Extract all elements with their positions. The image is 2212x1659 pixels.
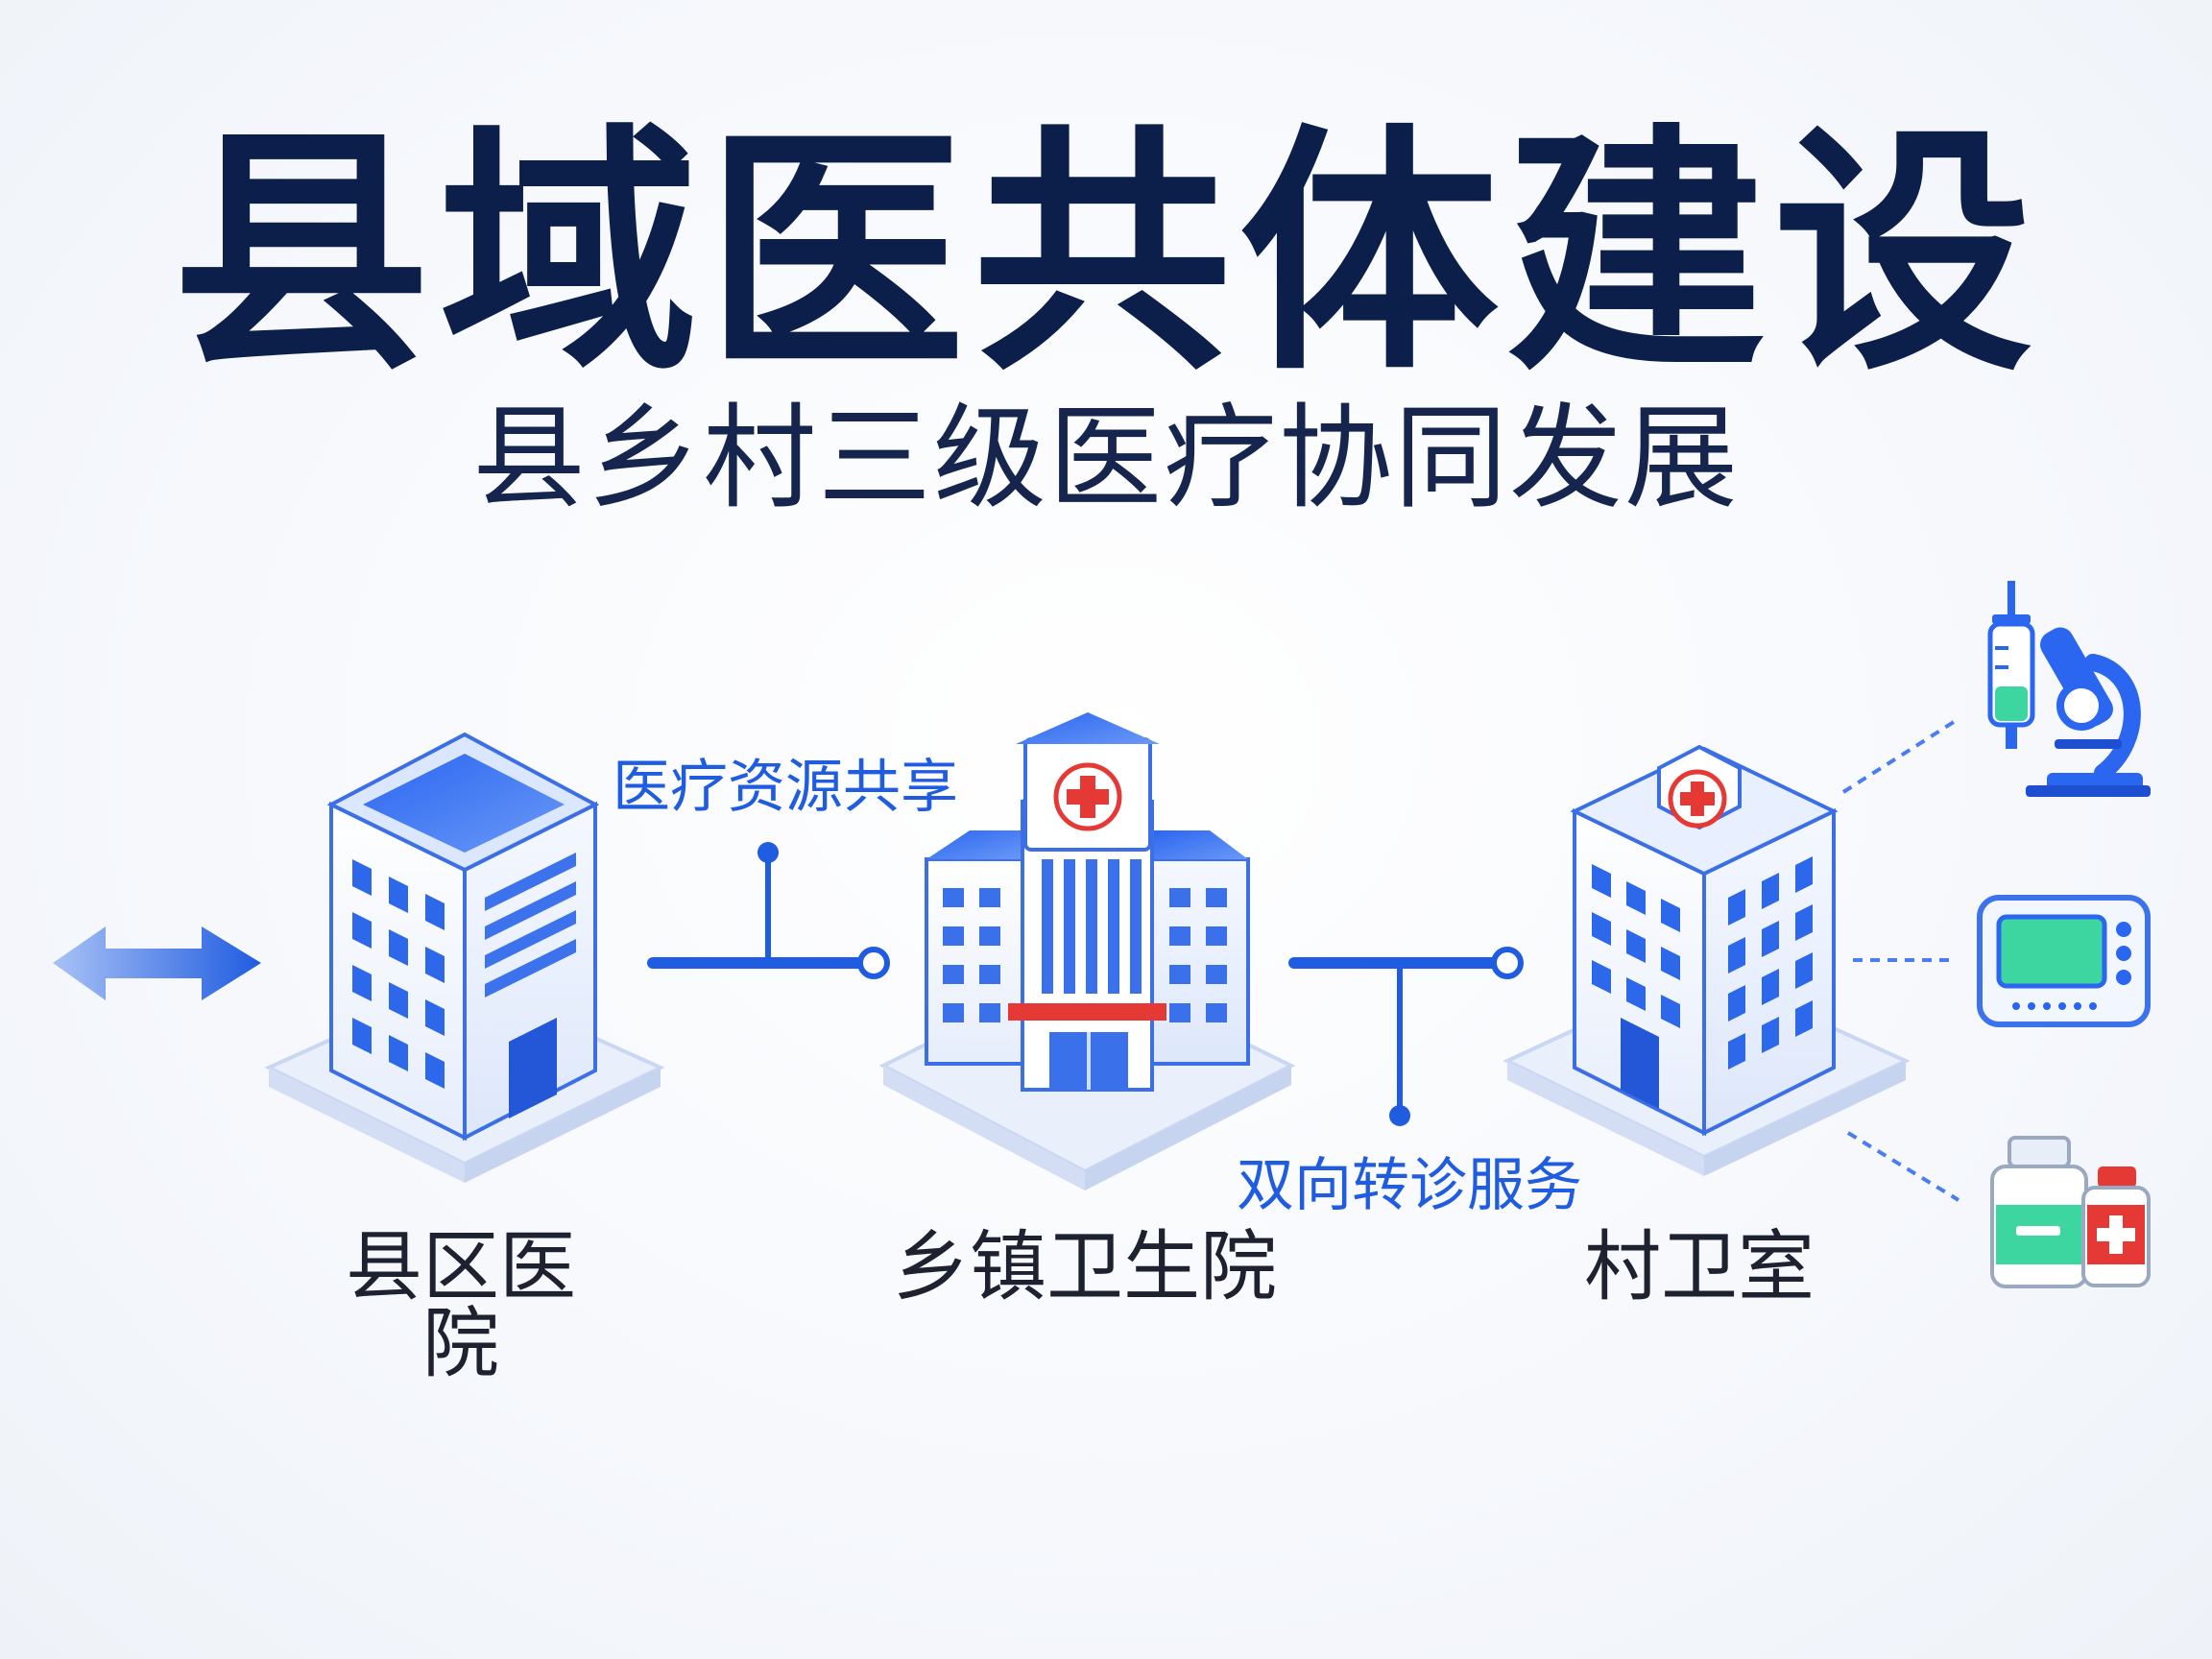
township-hospital-building bbox=[878, 712, 1296, 1190]
monitor-icon bbox=[1977, 895, 2151, 1027]
connection-label-referral: 双向转诊服务 bbox=[1237, 1152, 1582, 1219]
microscope-icon bbox=[2026, 627, 2151, 797]
page-subtitle: 县乡村三级医疗协同发展 bbox=[471, 392, 1740, 524]
node-label-township: 乡镇卫生院 bbox=[893, 1222, 1277, 1311]
connector-township-village bbox=[1288, 947, 1524, 1126]
connector-county-township bbox=[647, 842, 890, 979]
county-hospital-building bbox=[264, 732, 665, 1183]
syringe-icon bbox=[1987, 581, 2035, 749]
bidirectional-arrow-icon bbox=[53, 926, 261, 1000]
village-clinic-building bbox=[1503, 744, 1911, 1176]
dashed-links bbox=[1841, 720, 1960, 1202]
connection-label-resource-sharing: 医疗资源共享 bbox=[613, 754, 958, 821]
page-title: 县域医共体建设 bbox=[172, 103, 2040, 405]
node-label-county: 县区医院 bbox=[346, 1222, 576, 1388]
medicine-bottles-icon bbox=[1990, 1136, 2151, 1288]
node-label-village: 村卫室 bbox=[1584, 1222, 1815, 1311]
